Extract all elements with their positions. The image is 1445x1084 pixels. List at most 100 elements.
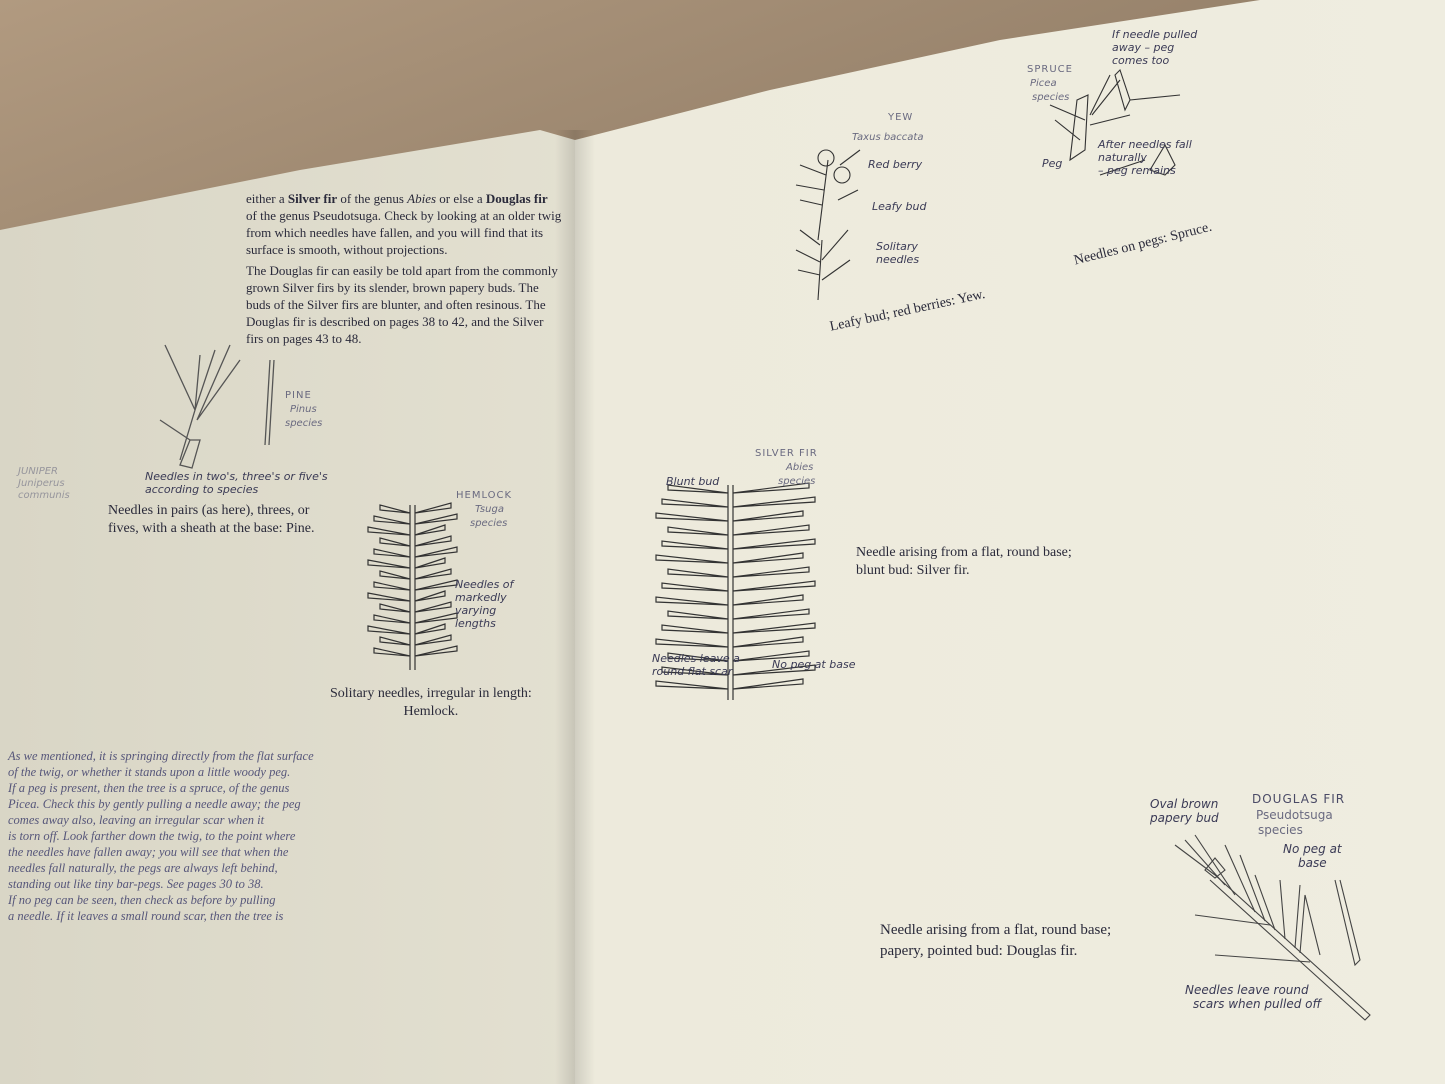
label-line: needles: [876, 253, 920, 266]
text-line: needles fall naturally, the pegs are alw…: [8, 861, 278, 875]
yew-latin: Taxus baccata: [852, 132, 924, 143]
pine-species: species: [285, 418, 323, 429]
silver-fir-label-scar: Needles leave a round flat scar: [652, 652, 740, 678]
hemlock-latin: Tsuga: [475, 504, 504, 515]
hemlock-caption: Solitary needles, irregular in length: H…: [330, 685, 532, 721]
note-line: varying: [455, 604, 497, 617]
text-line: grown Silver firs by its slender, brown …: [246, 280, 539, 295]
text-line: Picea. Check this by gently pulling a ne…: [8, 797, 301, 811]
label-line: comes too: [1112, 54, 1170, 67]
yew-label-red-berry: Red berry: [868, 158, 923, 171]
needle-strokes: [655, 482, 816, 700]
text-line: If a peg is present, then the tree is a …: [8, 781, 290, 795]
juniper-label: JUNIPER Juniperus communis: [18, 466, 70, 502]
douglas-fir-label-bud: Oval brown papery bud: [1150, 797, 1219, 825]
pine-latin: Pinus: [290, 404, 317, 415]
note-line: Needles of: [455, 578, 514, 591]
label-line: Needles leave a: [652, 652, 740, 665]
book-gutter: [555, 130, 595, 1084]
silver-fir-latin: Abies: [786, 462, 814, 473]
text-line: comes away also, leaving an irregular sc…: [8, 813, 265, 827]
spruce-label-fall: After needles fall naturally – peg remai…: [1098, 138, 1192, 177]
label-line: Oval brown: [1150, 797, 1219, 811]
yew-label-solitary: Solitary needles: [876, 240, 919, 266]
silver-fir-label-blunt-bud: Blunt bud: [666, 475, 720, 488]
spruce-label-pulled: If needle pulled away – peg comes too: [1112, 28, 1197, 67]
caption-line: fives, with a sheath at the base: Pine.: [108, 521, 315, 536]
silver-fir-caption: Needle arising from a flat, round base; …: [856, 544, 1072, 580]
douglas-fir-caption: Needle arising from a flat, round base; …: [880, 920, 1111, 962]
caption-line: Hemlock.: [403, 704, 459, 719]
douglas-fir-species: species: [1258, 823, 1303, 837]
needle-strokes: [367, 502, 458, 670]
label-line: papery bud: [1150, 811, 1219, 825]
hemlock-name: HEMLOCK: [456, 490, 513, 501]
silver-fir-name: SILVER FIR: [755, 448, 818, 459]
note-line: lengths: [455, 617, 496, 630]
label-line: round flat scar: [652, 665, 733, 678]
douglas-fir-label-no-peg: No peg at base: [1283, 842, 1342, 870]
caption-line: blunt bud: Silver fir.: [856, 563, 970, 578]
text-line: of the genus Pseudotsuga. Check by looki…: [246, 208, 562, 223]
spruce-name: SPRUCE: [1027, 64, 1073, 75]
spruce-label-peg: Peg: [1042, 157, 1063, 170]
text-line: As we mentioned, it is springing directl…: [8, 749, 314, 763]
note-line: according to species: [145, 483, 259, 496]
text-line: buds of the Silver firs are blunter, and…: [246, 297, 546, 312]
spruce-species: species: [1032, 92, 1070, 103]
douglas-fir-label-scars: Needles leave round scars when pulled of…: [1185, 983, 1321, 1011]
label-line: If needle pulled: [1112, 28, 1198, 41]
douglas-fir-name: DOUGLAS FIR: [1252, 792, 1346, 806]
caption-line: Needles in pairs (as here), threes, or: [108, 503, 310, 518]
text-line: Douglas fir is described on pages 38 to …: [246, 314, 544, 329]
text-line: from which needles have fallen, and you …: [246, 225, 544, 240]
body-paragraph: either a Silver fir of the genus Abies o…: [246, 190, 561, 347]
label-line: naturally: [1098, 151, 1147, 164]
faded-paragraph: As we mentioned, it is springing directl…: [8, 748, 314, 924]
text-line: surface is smooth, without projections.: [246, 242, 448, 257]
juniper-name: JUNIPER: [18, 466, 58, 477]
douglas-fir-latin: Pseudotsuga: [1256, 808, 1333, 822]
label-line: – peg remains: [1098, 164, 1176, 177]
text-line: standing out like tiny bar-pegs. See pag…: [8, 877, 264, 891]
label-line: After needles fall: [1098, 138, 1192, 151]
pine-name: PINE: [285, 390, 312, 401]
text-line: is torn off. Look farther down the twig,…: [8, 829, 296, 843]
text-line: firs on pages 43 to 48.: [246, 331, 362, 346]
text-line: either a Silver fir of the genus Abies o…: [246, 191, 548, 206]
text-line: the needles have fallen away; you will s…: [8, 845, 289, 859]
label-line: No peg at: [1283, 842, 1342, 856]
juniper-species: communis: [18, 490, 70, 501]
caption-line: Solitary needles, irregular in length:: [330, 686, 532, 701]
text-line: of the twig, or whether it stands upon a…: [8, 765, 291, 779]
caption-line: Needle arising from a flat, round base;: [880, 922, 1112, 938]
yew-label-leafy-bud: Leafy bud: [872, 200, 927, 213]
yew-name: YEW: [888, 112, 914, 123]
pine-caption: Needles in pairs (as here), threes, or f…: [108, 502, 314, 538]
label-line: scars when pulled off: [1193, 997, 1322, 1011]
spruce-latin: Picea: [1030, 78, 1057, 89]
text-line: a needle. If it leaves a small round sca…: [8, 909, 284, 923]
caption-line: Needle arising from a flat, round base;: [856, 545, 1072, 560]
silver-fir-species: species: [778, 476, 816, 487]
label-line: Solitary: [876, 240, 918, 253]
label-line: away – peg: [1112, 41, 1175, 54]
note-line: markedly: [455, 591, 507, 604]
hemlock-species: species: [470, 518, 508, 529]
text-line: If no peg can be seen, then check as bef…: [8, 893, 276, 907]
text-line: The Douglas fir can easily be told apart…: [246, 263, 558, 278]
caption-line: papery, pointed bud: Douglas fir.: [880, 943, 1078, 959]
silver-fir-label-no-peg: No peg at base: [772, 658, 856, 671]
label-line: base: [1298, 856, 1327, 870]
juniper-latin: Juniperus: [18, 478, 65, 489]
label-line: Needles leave round: [1185, 983, 1309, 997]
pine-note: Needles in two's, three's or five's acco…: [145, 470, 328, 496]
